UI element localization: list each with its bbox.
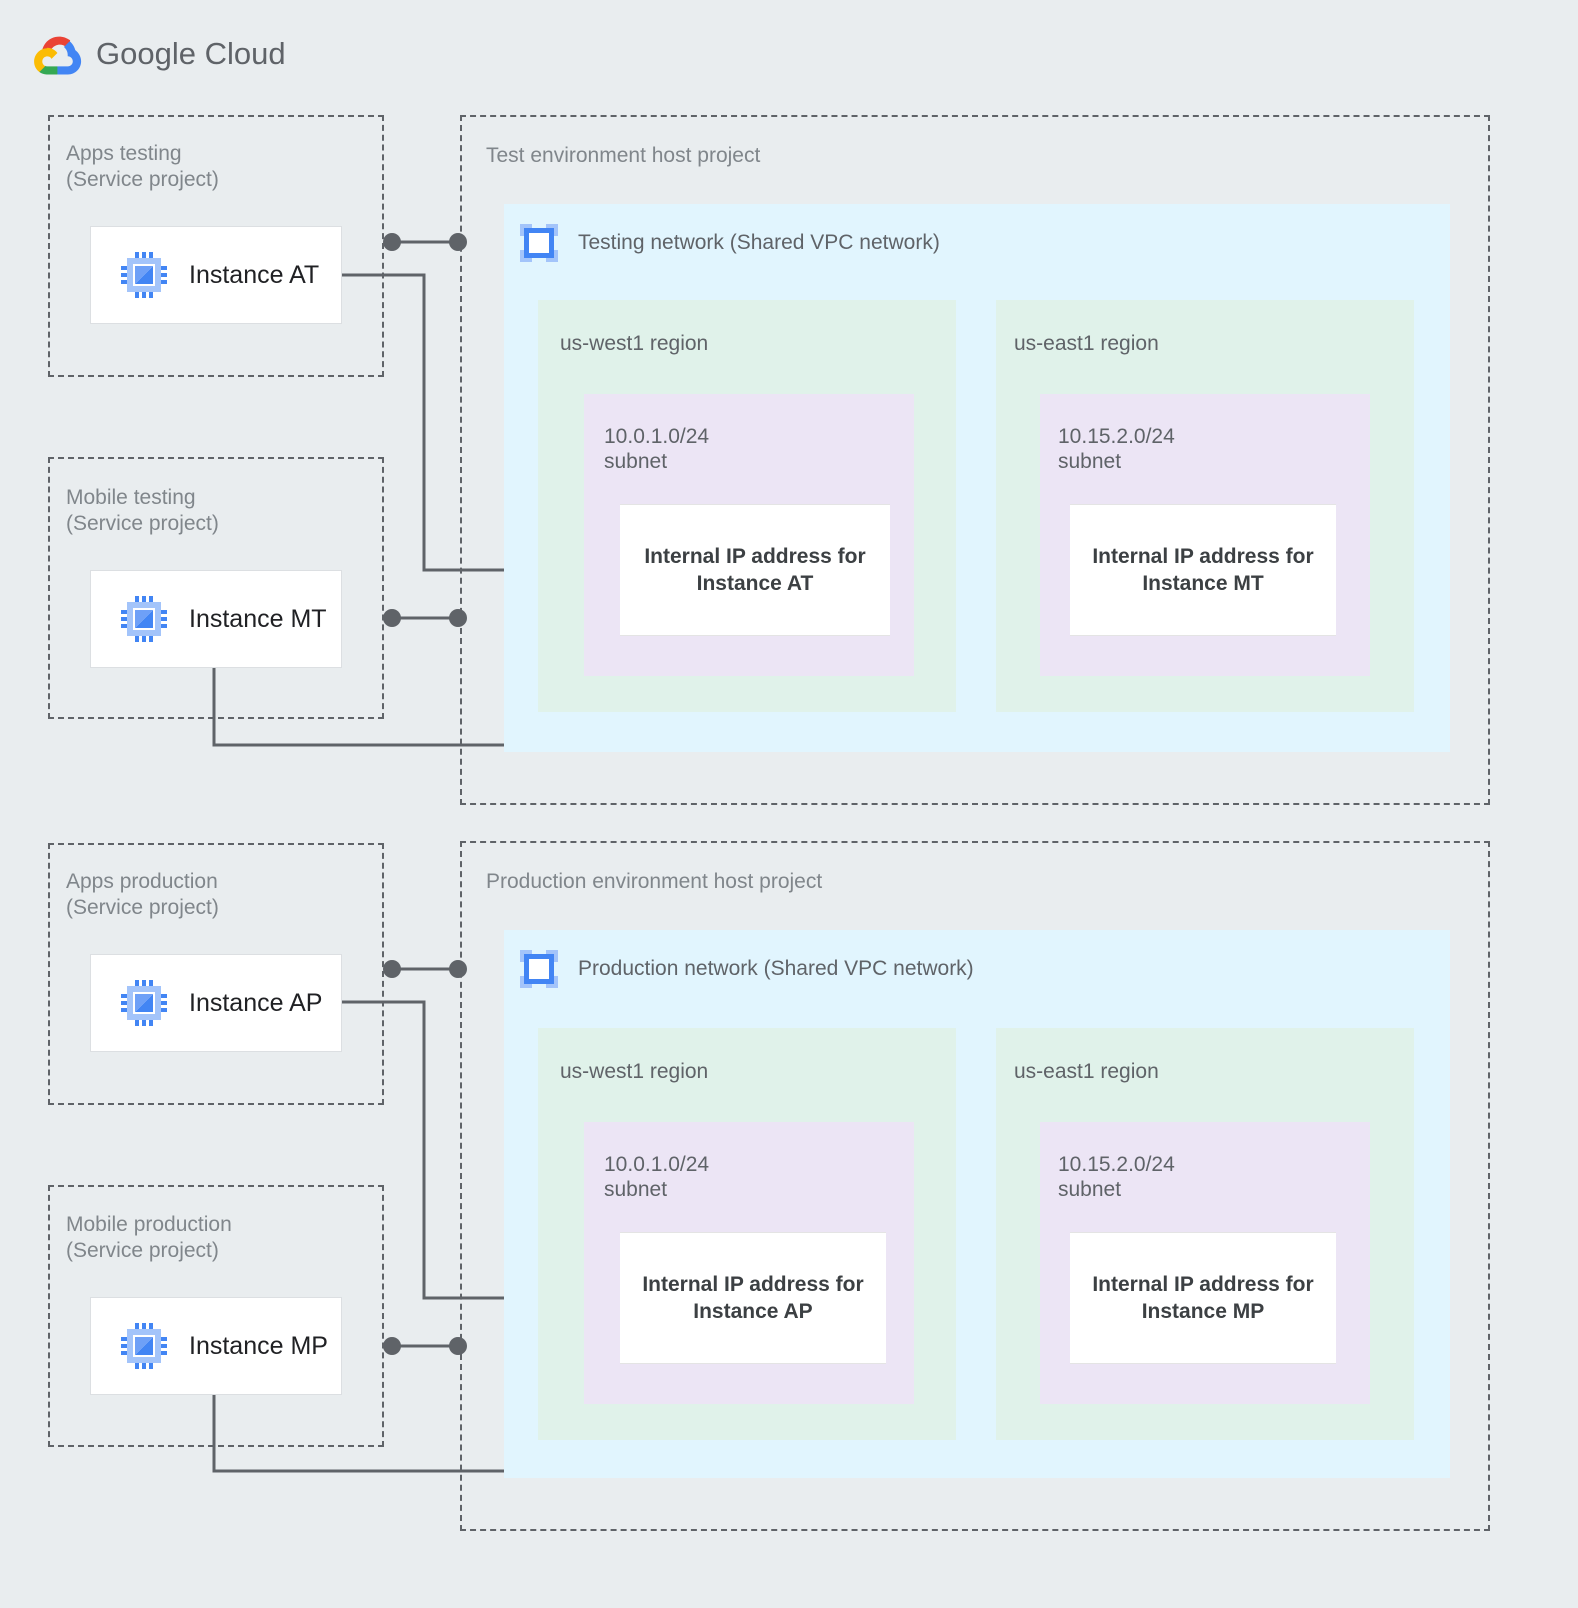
internal-ip-box-ap-text: Internal IP address for Instance AP: [642, 1273, 864, 1323]
service-project-mobile-production-label: Mobile production (Service project): [66, 1213, 232, 1262]
service-project-apps-production: [48, 843, 384, 1105]
subnet-test-us-west1-label: 10.0.1.0/24 subnet: [604, 425, 710, 473]
instance-card-mp-label: Instance MP: [189, 1331, 328, 1360]
region-prod-us-east1-label: us-east1 region: [1014, 1060, 1159, 1083]
instance-card-mt[interactable]: Instance MT: [90, 570, 342, 668]
service-project-mobile-testing: [48, 457, 384, 719]
vpc-network-icon: [520, 950, 558, 988]
host-project-prod-env-label: Production environment host project: [486, 870, 823, 893]
host-project-prod-env: [460, 841, 1490, 1531]
compute-instance-icon: [121, 252, 167, 298]
host-project-test-env: [460, 115, 1490, 805]
vpc-network-production-title: Production network (Shared VPC network): [578, 957, 974, 980]
subnet-prod-us-west1-label: 10.0.1.0/24 subnet: [604, 1153, 710, 1201]
compute-instance-icon: [121, 1323, 167, 1369]
service-project-apps-testing: [48, 115, 384, 377]
vpc-network-testing-title: Testing network (Shared VPC network): [578, 231, 940, 254]
instance-card-ap[interactable]: Instance AP: [90, 954, 342, 1052]
compute-instance-icon: [121, 980, 167, 1026]
service-project-apps-production-label: Apps production (Service project): [66, 870, 219, 919]
google-cloud-wordmark: Google Cloud: [96, 36, 286, 72]
service-project-apps-testing-label: Apps testing (Service project): [66, 142, 219, 191]
internal-ip-box-mt-text: Internal IP address for Instance MT: [1092, 545, 1314, 595]
internal-ip-box-ap: Internal IP address for Instance AP: [620, 1232, 886, 1364]
instance-card-at-label: Instance AT: [189, 260, 320, 289]
subnet-test-us-east1-label: 10.15.2.0/24 subnet: [1058, 425, 1175, 473]
instance-card-mp[interactable]: Instance MP: [90, 1297, 342, 1395]
service-project-mobile-testing-label: Mobile testing (Service project): [66, 486, 219, 535]
vpc-network-testing-header: Testing network (Shared VPC network): [520, 224, 940, 262]
compute-instance-icon: [121, 596, 167, 642]
instance-card-ap-label: Instance AP: [189, 988, 323, 1017]
instance-card-at[interactable]: Instance AT: [90, 226, 342, 324]
service-project-mobile-production: [48, 1185, 384, 1447]
host-project-test-env-label: Test environment host project: [486, 144, 761, 167]
internal-ip-box-mp-text: Internal IP address for Instance MP: [1092, 1273, 1314, 1323]
wordmark-cloud: Cloud: [204, 36, 286, 71]
internal-ip-box-at: Internal IP address for Instance AT: [620, 504, 890, 636]
internal-ip-box-at-text: Internal IP address for Instance AT: [644, 545, 866, 595]
region-prod-us-west1-label: us-west1 region: [560, 1060, 709, 1083]
internal-ip-box-mp: Internal IP address for Instance MP: [1070, 1232, 1336, 1364]
wordmark-google: Google: [96, 36, 196, 71]
subnet-prod-us-east1-label: 10.15.2.0/24 subnet: [1058, 1153, 1175, 1201]
instance-card-mt-label: Instance MT: [189, 604, 327, 633]
vpc-network-production-header: Production network (Shared VPC network): [520, 950, 974, 988]
region-test-us-west1-label: us-west1 region: [560, 332, 709, 355]
region-test-us-east1-label: us-east1 region: [1014, 332, 1159, 355]
google-cloud-logo: Google Cloud: [34, 32, 286, 76]
internal-ip-box-mt: Internal IP address for Instance MT: [1070, 504, 1336, 636]
google-cloud-logo-icon: [34, 36, 82, 75]
vpc-network-icon: [520, 224, 558, 262]
